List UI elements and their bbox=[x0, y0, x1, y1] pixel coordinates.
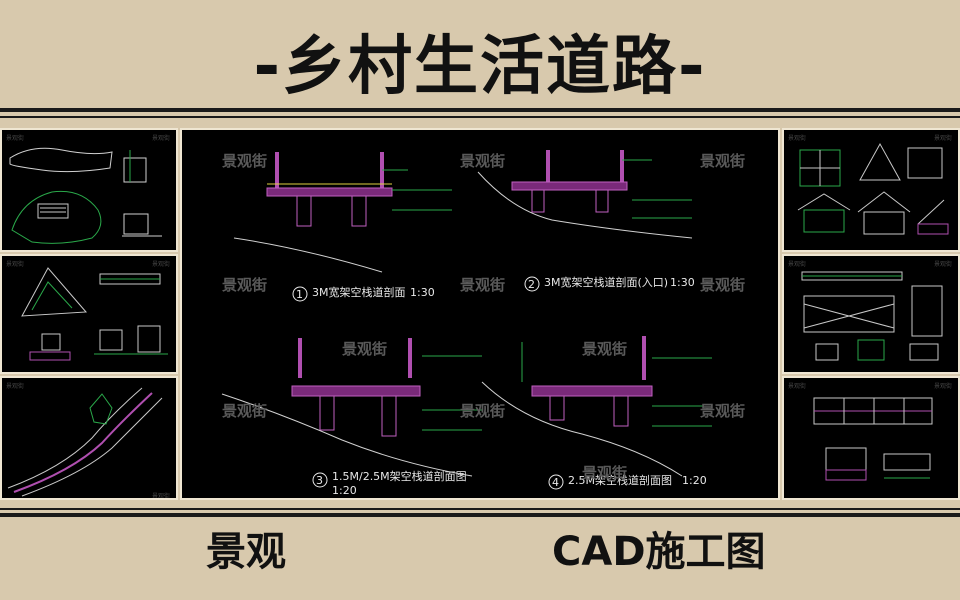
main-drawing-panel[interactable]: 1 3M宽架空栈道剖面 1:30 2 3M宽架空栈道剖面(入口) 1:30 bbox=[180, 128, 780, 500]
cad-railing-drawing: 景观街 景观街 bbox=[788, 260, 952, 361]
cad-plan-detail-drawing: 景观街 景观街 bbox=[6, 260, 170, 361]
section-3-label: 1.5M/2.5M架空栈道剖面图 bbox=[332, 469, 467, 483]
watermark: 景观街 bbox=[582, 340, 627, 358]
footer-left-label: 景观 bbox=[206, 529, 286, 575]
header-divider-thick bbox=[0, 108, 960, 112]
watermark: 景观街 bbox=[460, 276, 505, 294]
cad-pavilion-drawing: 景观街 景观街 bbox=[788, 134, 952, 235]
thumbnail-watermark: 景观街 bbox=[934, 260, 952, 268]
thumbnail-watermark: 景观街 bbox=[152, 260, 170, 268]
page-title: -乡村生活道路- bbox=[253, 30, 707, 104]
footer-divider-thick bbox=[0, 513, 960, 517]
section-3-number: 3 bbox=[316, 474, 323, 487]
watermark: 景观街 bbox=[582, 464, 627, 482]
watermark: 景观街 bbox=[222, 276, 267, 294]
section-1-label: 3M宽架空栈道剖面 bbox=[312, 285, 406, 299]
section-2-scale: 1:30 bbox=[670, 276, 695, 289]
watermark: 景观街 bbox=[460, 402, 505, 420]
thumbnail-watermark: 景观街 bbox=[152, 492, 170, 500]
section-1-drawing bbox=[233, 152, 452, 302]
footer-right-label: CAD施工图 bbox=[552, 529, 766, 575]
thumbnail-watermark: 景观街 bbox=[934, 382, 952, 390]
thumbnail-watermark: 景观街 bbox=[6, 382, 24, 390]
left-thumbnail-2[interactable]: 景观街 景观街 bbox=[0, 254, 178, 374]
right-thumbnail-3[interactable]: 景观街 景观街 bbox=[782, 376, 960, 500]
watermark: 景观街 bbox=[342, 340, 387, 358]
thumbnail-watermark: 景观街 bbox=[152, 134, 170, 142]
thumbnail-watermark: 景观街 bbox=[6, 134, 24, 142]
watermark: 景观街 bbox=[700, 276, 745, 294]
left-thumbnail-3[interactable]: 景观街 景观街 bbox=[0, 376, 178, 500]
section-4-number: 4 bbox=[552, 476, 559, 489]
watermark: 景观街 bbox=[222, 152, 267, 170]
cad-path-plan-drawing: 景观街 景观街 bbox=[6, 382, 170, 500]
section-2-label: 3M宽架空栈道剖面(入口) bbox=[544, 275, 668, 289]
thumbnail-watermark: 景观街 bbox=[788, 260, 806, 268]
cad-section-drawings: 1 3M宽架空栈道剖面 1:30 2 3M宽架空栈道剖面(入口) 1:30 bbox=[221, 150, 745, 497]
right-thumbnail-2[interactable]: 景观街 景观街 bbox=[782, 254, 960, 374]
section-3-drawing bbox=[221, 338, 482, 488]
right-thumbnail-1[interactable]: 景观街 景观街 bbox=[782, 128, 960, 252]
section-4-drawing bbox=[481, 336, 712, 490]
thumbnail-watermark: 景观街 bbox=[6, 260, 24, 268]
cad-site-plan-drawing: 景观街 景观街 bbox=[6, 134, 170, 244]
watermark: 景观街 bbox=[460, 152, 505, 170]
footer-divider-thin bbox=[0, 508, 960, 510]
watermark: 景观街 bbox=[700, 152, 745, 170]
section-1-number: 1 bbox=[296, 288, 303, 301]
section-4-label: 2.5M架空栈道剖面图 bbox=[568, 473, 672, 487]
thumbnail-watermark: 景观街 bbox=[934, 134, 952, 142]
section-4-scale: 1:20 bbox=[682, 474, 707, 487]
section-2-drawing bbox=[477, 150, 693, 292]
left-thumbnail-1[interactable]: 景观街 景观街 bbox=[0, 128, 178, 252]
cad-fence-drawing: 景观街 景观街 bbox=[788, 382, 952, 481]
thumbnail-watermark: 景观街 bbox=[788, 382, 806, 390]
section-1-scale: 1:30 bbox=[410, 286, 435, 299]
thumbnail-watermark: 景观街 bbox=[788, 134, 806, 142]
section-3-scale: 1:20 bbox=[332, 484, 357, 497]
watermark: 景观街 bbox=[222, 402, 267, 420]
watermark: 景观街 bbox=[700, 402, 745, 420]
section-2-number: 2 bbox=[528, 278, 535, 291]
header-divider-thin bbox=[0, 116, 960, 118]
